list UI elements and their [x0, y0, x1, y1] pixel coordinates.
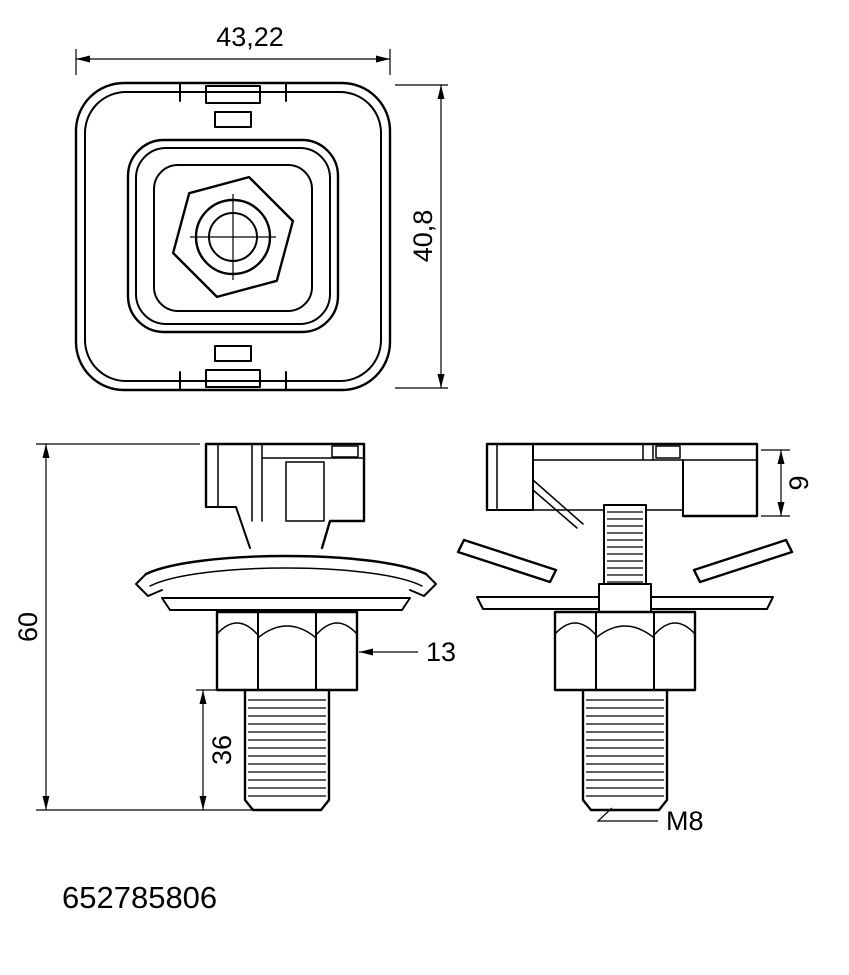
top-tab [179, 83, 287, 128]
front-clip [204, 442, 366, 550]
nut-pocket-outline [153, 164, 313, 312]
side-hex-nut [553, 610, 697, 692]
dim-label-thread-designation: M8 [666, 806, 704, 836]
dim-label-overall-width: 43,22 [216, 22, 284, 52]
side-thread-lines [586, 699, 664, 797]
dim-thread-designation: M8 [596, 806, 704, 836]
dim-thread-length: 36 [196, 689, 243, 810]
front-flange [135, 554, 437, 611]
dim-label-overall-depth: 40,8 [408, 210, 438, 263]
inner-frame-inner [135, 147, 331, 325]
side-threaded-bolt [581, 688, 669, 812]
side-spring-wings [456, 538, 794, 584]
dim-label-nut-size: 13 [426, 637, 456, 667]
center-crosshair [190, 194, 276, 280]
stud-thread-lines [607, 511, 643, 583]
front-hex-nut [215, 610, 359, 692]
side-center-block [598, 583, 652, 613]
dim-label-clip-slot-height: 9 [784, 475, 814, 490]
housing-outer-outline [74, 81, 392, 392]
side-flange-plate [476, 596, 774, 610]
part-number: 652785806 [62, 880, 217, 915]
top-view [74, 81, 392, 392]
side-clip [485, 442, 759, 529]
side-thread-stud [603, 504, 647, 595]
dim-overall-depth: 40,8 [395, 84, 448, 389]
dim-overall-width: 43,22 [75, 22, 391, 75]
dim-nut-size: 13 [359, 637, 456, 667]
bottom-tab [179, 345, 287, 390]
hex-nut-top [171, 175, 295, 299]
side-view [456, 442, 794, 812]
front-threaded-bolt [243, 688, 331, 812]
front-thread-lines [248, 699, 326, 797]
dim-clip-slot-height: 9 [761, 449, 814, 517]
dim-label-thread-length: 36 [207, 735, 237, 765]
dim-overall-height: 60 [13, 443, 252, 811]
housing-inner-outline [84, 91, 382, 382]
inner-frame-outer [126, 138, 340, 334]
dim-label-overall-height: 60 [13, 612, 43, 642]
front-view [135, 442, 437, 812]
